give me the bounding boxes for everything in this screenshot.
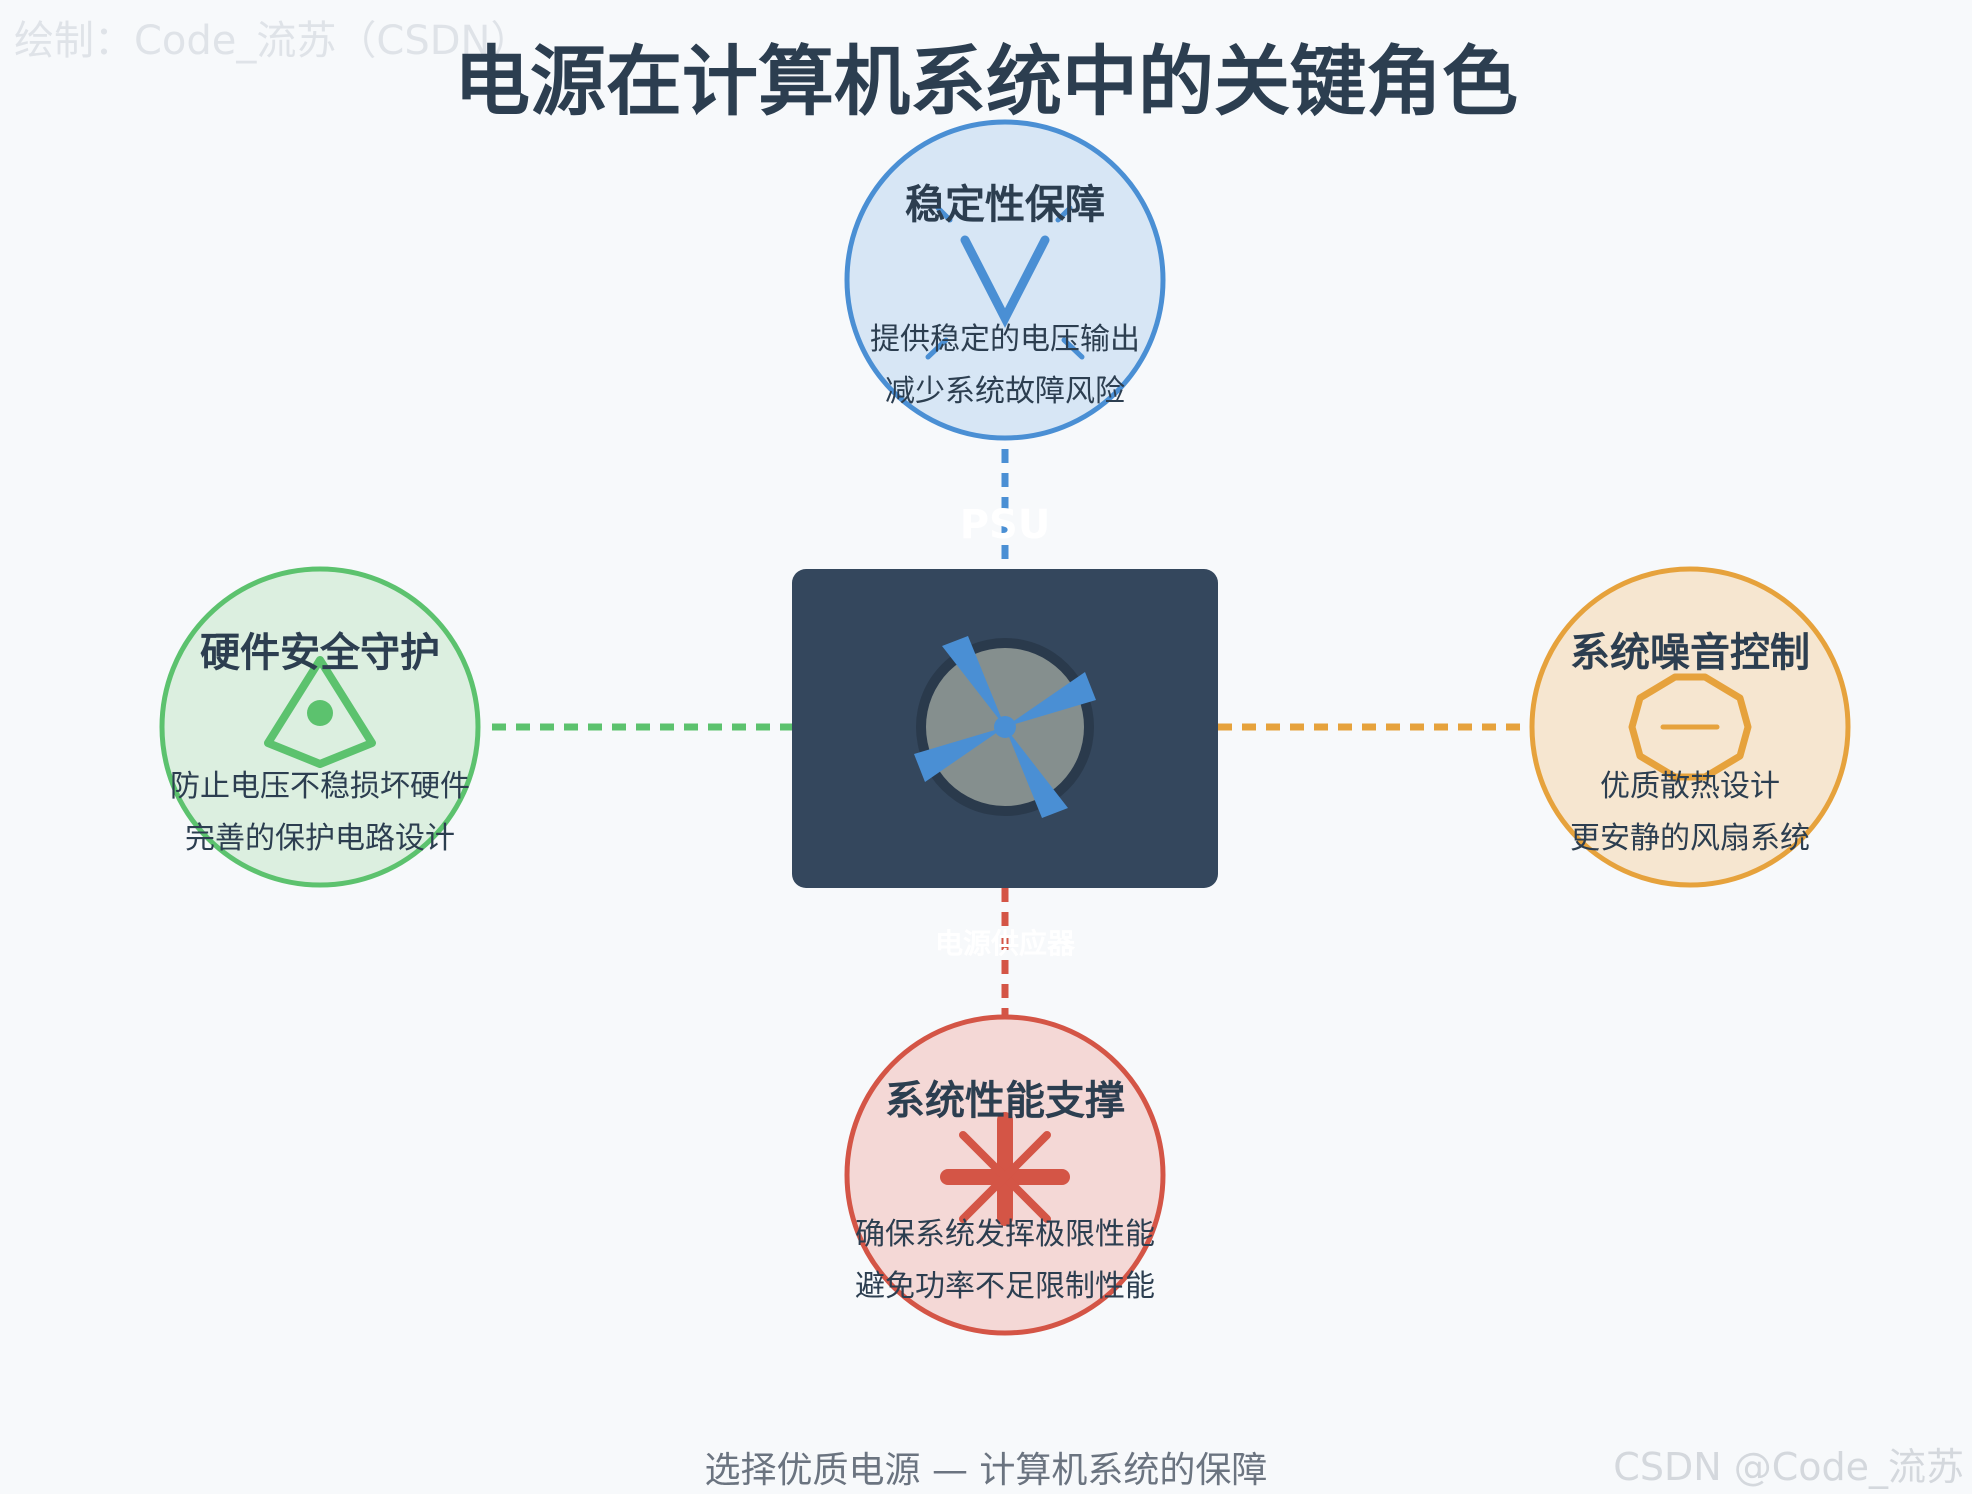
watermark-bottom: CSDN @Code_流苏 — [1613, 1445, 1964, 1489]
psu-sublabel: 电源供应器 — [934, 927, 1075, 960]
node-stability-line-1: 提供稳定的电压输出 — [870, 322, 1140, 357]
node-stability-circle — [844, 119, 1166, 441]
node-noise-line-2: 更安静的风扇系统 — [1570, 821, 1810, 856]
footer-caption: 选择优质电源 — 计算机系统的保障 — [704, 1450, 1268, 1491]
watermark-top: 绘制：Code_流苏（CSDN） — [14, 18, 531, 64]
fan-icon — [914, 636, 1096, 818]
shield-icon — [264, 656, 376, 768]
node-hardware-line-2: 完善的保护电路设计 — [185, 821, 455, 856]
node-performance-line-2: 避免功率不足限制性能 — [855, 1269, 1155, 1304]
diagram-title: 电源在计算机系统中的关键角色 — [454, 37, 1518, 126]
mute-icon — [1628, 673, 1752, 781]
node-performance-title: 系统性能支撑 — [885, 1078, 1125, 1124]
node-noise-title: 系统噪音控制 — [1570, 630, 1810, 676]
node-performance-line-1: 确保系统发挥极限性能 — [855, 1217, 1155, 1252]
node-hardware-line-1: 防止电压不稳损坏硬件 — [170, 769, 470, 804]
node-noise-line-1: 优质散热设计 — [1600, 769, 1780, 804]
node-stability-title: 稳定性保障 — [905, 182, 1105, 228]
node-stability-line-2: 减少系统故障风险 — [885, 374, 1125, 409]
node-hardware-title: 硬件安全守护 — [200, 630, 440, 676]
node-hardware-circle — [159, 566, 481, 888]
power-burst-icon — [940, 1112, 1070, 1226]
psu-label: PSU — [959, 502, 1051, 548]
check-mark-icon — [925, 205, 1085, 360]
